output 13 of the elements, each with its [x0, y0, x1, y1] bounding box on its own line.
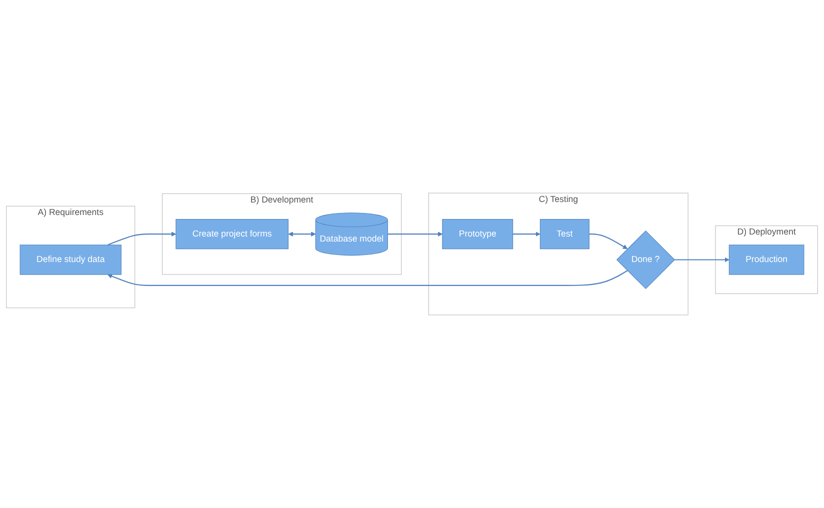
arrow — [512, 232, 540, 236]
node-box: Test — [540, 219, 590, 250]
arrow — [288, 232, 316, 236]
node-box: Define study data — [20, 244, 122, 275]
arrow — [388, 232, 443, 236]
node-box: Production — [728, 244, 804, 275]
arrow — [674, 257, 730, 262]
node-box: Prototype — [442, 219, 514, 250]
node-box: Create project forms — [176, 219, 288, 250]
arrow — [107, 232, 176, 246]
node-diamond: Done ? — [616, 230, 676, 290]
arrow — [107, 270, 628, 286]
arrow — [589, 234, 628, 250]
